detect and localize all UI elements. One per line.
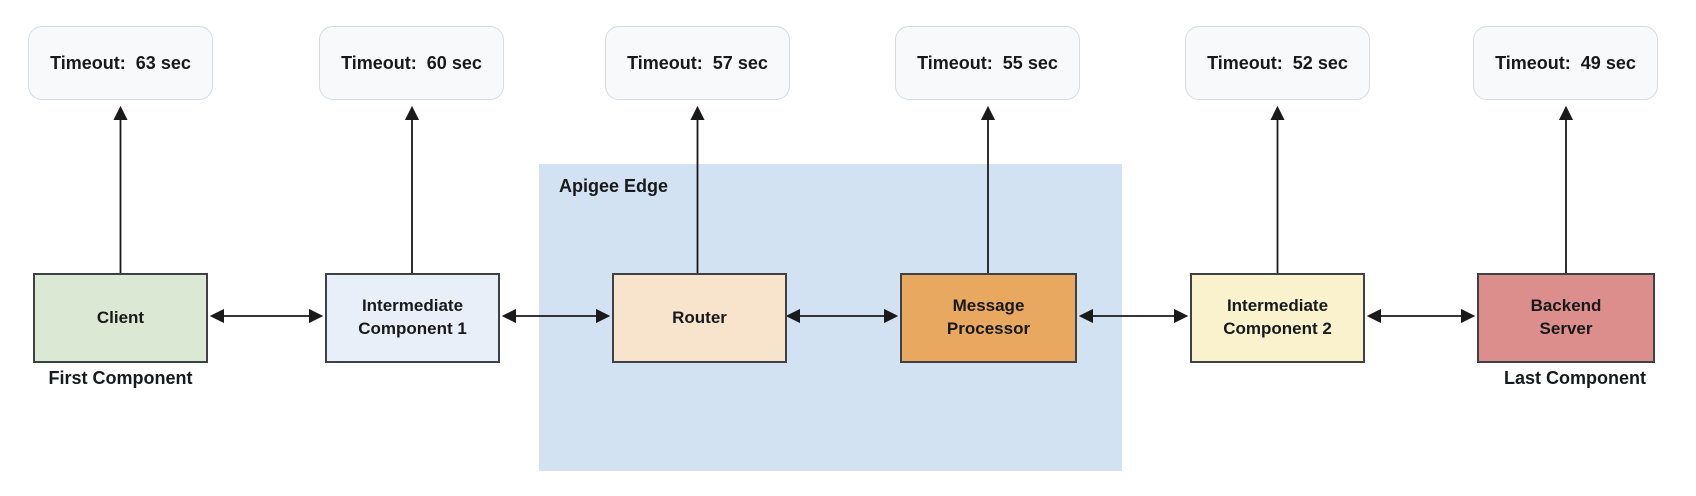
- caption-first-component: First Component: [48, 368, 193, 388]
- node-router: Router: [612, 273, 787, 363]
- caption-last-component: Last Component: [1504, 368, 1646, 388]
- node-message-processor: Message Processor: [900, 273, 1077, 363]
- node-intermediate-component-1: Intermediate Component 1: [325, 273, 500, 363]
- apigee-edge-label: Apigee Edge: [559, 176, 669, 196]
- timeout-badge-client: Timeout: 63 sec: [28, 26, 213, 100]
- timeout-badge-ic1: Timeout: 60 sec: [319, 26, 504, 100]
- node-backend-server: Backend Server: [1477, 273, 1655, 363]
- timeout-badge-router: Timeout: 57 sec: [605, 26, 790, 100]
- node-intermediate-component-2: Intermediate Component 2: [1190, 273, 1365, 363]
- node-client: Client: [33, 273, 208, 363]
- timeout-badge-backend: Timeout: 49 sec: [1473, 26, 1658, 100]
- timeout-badge-mp: Timeout: 55 sec: [895, 26, 1080, 100]
- timeout-badge-ic2: Timeout: 52 sec: [1185, 26, 1370, 100]
